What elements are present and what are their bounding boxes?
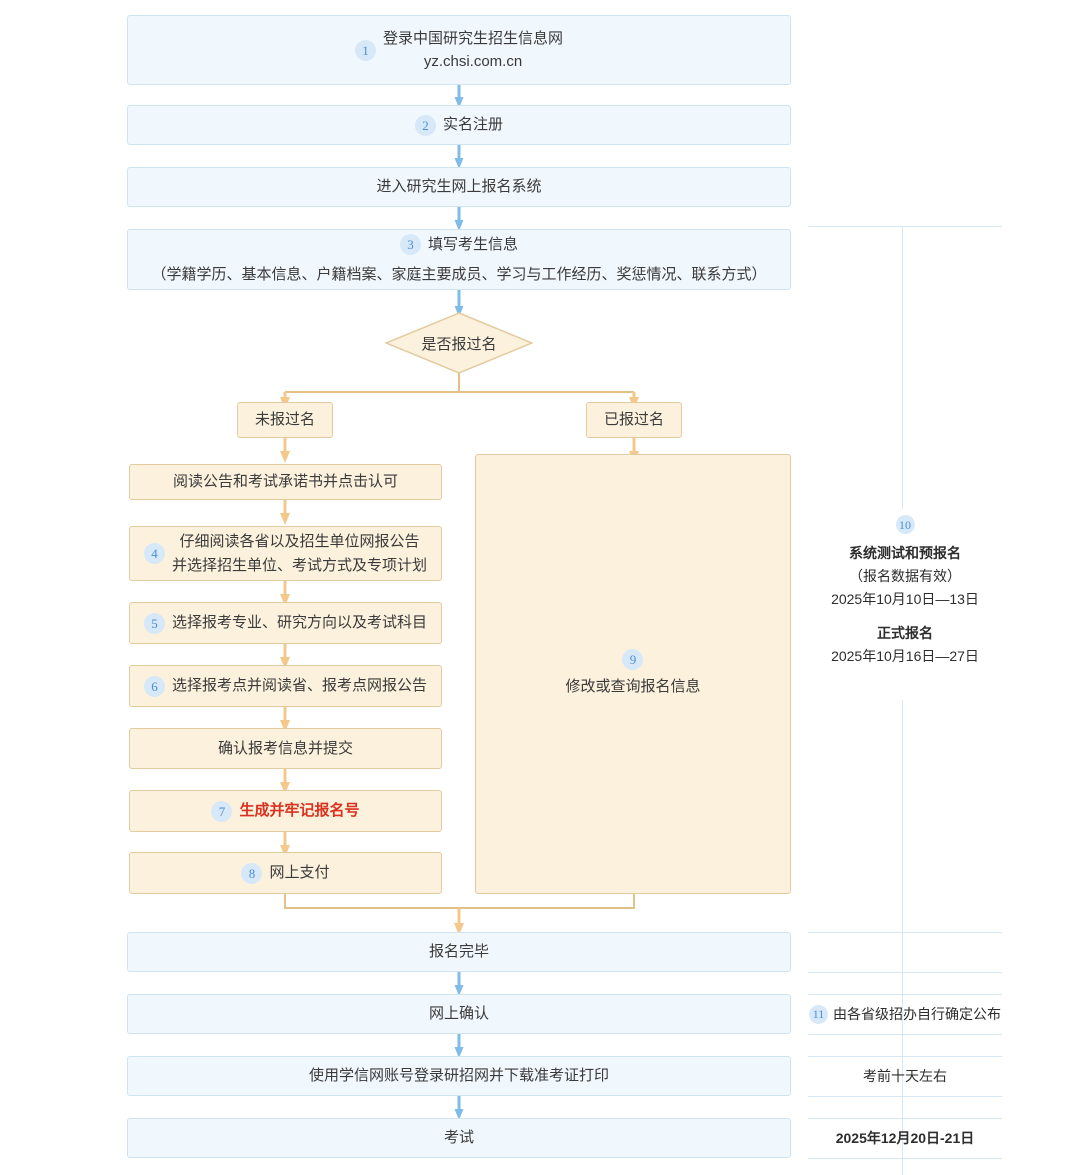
- timeline-row-admit-card-note-label: 考前十天左右: [863, 1068, 947, 1084]
- node-fill-info-detail: （学籍学历、基本信息、户籍档案、家庭主要成员、学习与工作经历、奖惩情况、联系方式…: [151, 266, 767, 283]
- node-enter-system-label: 进入研究生网上报名系统: [376, 178, 542, 196]
- node-fill-info-title: 填写考生信息: [427, 235, 518, 253]
- node-registration-complete[interactable]: 报名完毕: [127, 932, 791, 972]
- timeline-divider-2: [808, 972, 1002, 973]
- step-badge-5: 5: [143, 612, 165, 634]
- timeline-vertical-line-lower: [902, 700, 903, 1175]
- node-registration-complete-label: 报名完毕: [428, 943, 489, 961]
- node-generate-number[interactable]: 7 生成并牢记报名号: [129, 790, 442, 832]
- node-login[interactable]: 1 登录中国研究生招生信息网 yz.chsi.com.cn: [127, 15, 791, 85]
- node-online-confirm[interactable]: 网上确认: [127, 994, 791, 1034]
- node-generate-number-label: 生成并牢记报名号: [239, 802, 360, 820]
- decision-is-registered[interactable]: 是否报过名: [385, 312, 533, 374]
- node-exam-label: 考试: [443, 1129, 474, 1147]
- timeline-divider-4: [808, 1034, 1002, 1035]
- step-badge-3: 3: [399, 233, 421, 255]
- node-confirm-submit[interactable]: 确认报考信息并提交: [129, 728, 442, 769]
- step-badge-1: 1: [354, 39, 376, 61]
- node-read-province-notice-label: 仔细阅读各省以及招生单位网报公告 并选择招生单位、考试方式及专项计划: [171, 532, 427, 574]
- step-badge-9: 9: [622, 649, 644, 671]
- timeline-schedule-block: 10 系统测试和预报名 （报名数据有效） 2025年10月10日—13日 正式报…: [800, 515, 1010, 668]
- node-select-exam-site-label: 选择报考点并阅读省、报考点网报公告: [171, 677, 427, 695]
- timeline-date-official: 2025年10月16日—27日: [831, 648, 979, 665]
- node-download-admit-card[interactable]: 使用学信网账号登录研招网并下载准考证打印: [127, 1056, 791, 1096]
- node-online-confirm-label: 网上确认: [428, 1005, 489, 1023]
- step-badge-8: 8: [241, 862, 263, 884]
- node-fill-info[interactable]: 3 填写考生信息 （学籍学历、基本信息、户籍档案、家庭主要成员、学习与工作经历、…: [127, 229, 791, 290]
- timeline-row-confirm-note: 11 由各省级招办自行确定公布: [808, 994, 1002, 1034]
- branch-not-registered-label: 未报过名: [254, 411, 315, 429]
- timeline-divider-6: [808, 1096, 1002, 1097]
- node-enter-system[interactable]: 进入研究生网上报名系统: [127, 167, 791, 207]
- node-read-notice-label: 阅读公告和考试承诺书并点击认可: [172, 473, 398, 491]
- timeline-divider-3: [808, 994, 1002, 995]
- step-badge-4: 4: [143, 543, 165, 564]
- node-modify-query-label: 修改或查询报名信息: [565, 678, 701, 696]
- node-read-province-notice[interactable]: 4 仔细阅读各省以及招生单位网报公告 并选择招生单位、考试方式及专项计划: [129, 526, 442, 581]
- node-download-admit-card-label: 使用学信网账号登录研招网并下载准考证打印: [308, 1067, 609, 1085]
- node-modify-query[interactable]: 9 修改或查询报名信息: [475, 454, 791, 894]
- node-select-major-label: 选择报考专业、研究方向以及考试科目: [171, 614, 427, 632]
- timeline-divider-5: [808, 1056, 1002, 1057]
- node-select-major[interactable]: 5 选择报考专业、研究方向以及考试科目: [129, 602, 442, 644]
- timeline-row-admit-card-note: 考前十天左右: [808, 1056, 1002, 1096]
- branch-already-registered[interactable]: 已报过名: [586, 402, 682, 438]
- step-badge-7: 7: [211, 800, 233, 822]
- node-register[interactable]: 2 实名注册: [127, 105, 791, 145]
- timeline-row-exam-date: 2025年12月20日-21日: [808, 1118, 1002, 1158]
- step-badge-11: 11: [809, 1004, 828, 1024]
- timeline-date-pretest: 2025年10月10日—13日: [831, 591, 979, 608]
- decision-label: 是否报过名: [421, 335, 497, 353]
- node-exam[interactable]: 考试: [127, 1118, 791, 1158]
- timeline-row-exam-date-label: 2025年12月20日-21日: [835, 1130, 975, 1146]
- node-online-pay-label: 网上支付: [269, 864, 330, 882]
- timeline-sub-pretest: （报名数据有效）: [849, 568, 961, 585]
- node-register-label: 实名注册: [442, 116, 503, 134]
- branch-not-registered[interactable]: 未报过名: [237, 402, 333, 438]
- step-badge-6: 6: [143, 675, 165, 697]
- branch-already-registered-label: 已报过名: [603, 411, 664, 429]
- node-read-notice[interactable]: 阅读公告和考试承诺书并点击认可: [129, 464, 442, 500]
- node-confirm-submit-label: 确认报考信息并提交: [217, 739, 353, 757]
- node-select-exam-site[interactable]: 6 选择报考点并阅读省、报考点网报公告: [129, 665, 442, 707]
- timeline-row-confirm-note-label: 由各省级招办自行确定公布: [833, 1006, 1001, 1022]
- timeline-divider-top: [808, 226, 1002, 227]
- node-login-label: 登录中国研究生招生信息网 yz.chsi.com.cn: [382, 29, 563, 70]
- step-badge-10: 10: [895, 515, 915, 534]
- timeline-title-official: 正式报名: [877, 625, 933, 642]
- step-badge-2: 2: [414, 114, 436, 136]
- node-online-pay[interactable]: 8 网上支付: [129, 852, 442, 894]
- timeline-divider-8: [808, 1158, 1002, 1159]
- timeline-divider-1: [808, 932, 1002, 933]
- timeline-title-pretest: 系统测试和预报名: [849, 545, 961, 561]
- timeline-divider-7: [808, 1118, 1002, 1119]
- timeline-vertical-line-upper: [902, 226, 903, 509]
